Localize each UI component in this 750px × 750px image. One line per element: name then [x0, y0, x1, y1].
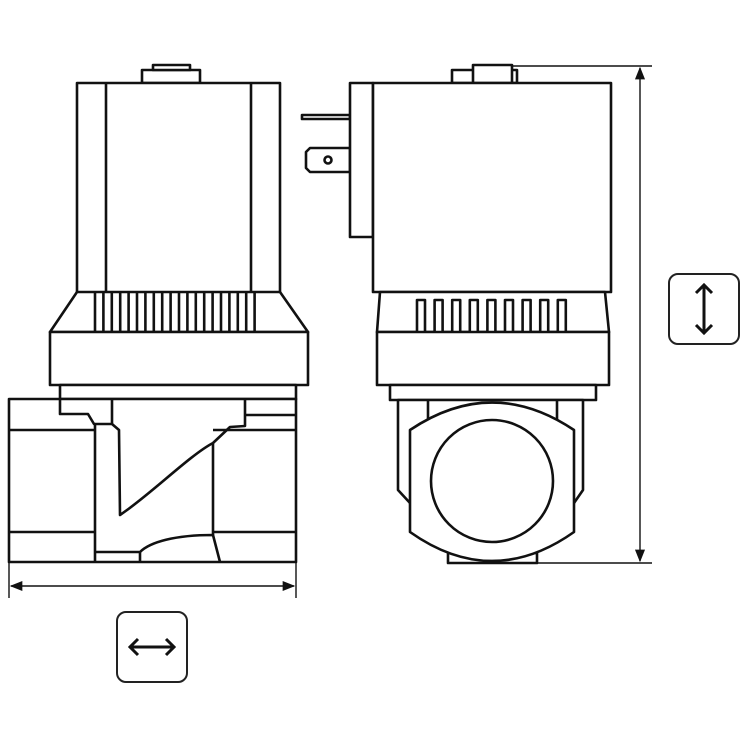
cooling-slot [486, 298, 497, 335]
cooling-slots [415, 298, 568, 335]
height-dimension-button[interactable] [668, 273, 740, 345]
width-dimension-button[interactable] [116, 611, 188, 683]
cooling-slot [556, 298, 568, 335]
top-nut [140, 68, 202, 85]
cooling-slot [433, 298, 444, 335]
side-view [300, 63, 613, 565]
vertical-double-arrow-icon [694, 282, 714, 336]
coil [371, 81, 613, 294]
front-view [7, 63, 310, 564]
cooling-slot [450, 298, 462, 335]
horizontal-double-arrow-icon [127, 637, 177, 657]
width-dimension [8, 562, 297, 598]
neck [388, 383, 598, 402]
valve-body [7, 397, 298, 564]
top-nut-cap [151, 63, 192, 72]
cooling-slot [468, 298, 480, 335]
cooling-slot [503, 298, 515, 335]
cooling-fins [93, 293, 256, 332]
port-opening [429, 418, 555, 544]
height-dimension [513, 65, 652, 564]
cooling-slot [521, 298, 532, 335]
base-block [375, 330, 611, 387]
neck [58, 383, 298, 401]
cooling-slot [415, 298, 427, 335]
connector-plate [348, 81, 375, 239]
coil [75, 81, 282, 295]
cooling-slot [538, 298, 550, 335]
base-block [48, 330, 310, 387]
connector-tab [304, 146, 352, 174]
connector-pin [300, 113, 352, 121]
